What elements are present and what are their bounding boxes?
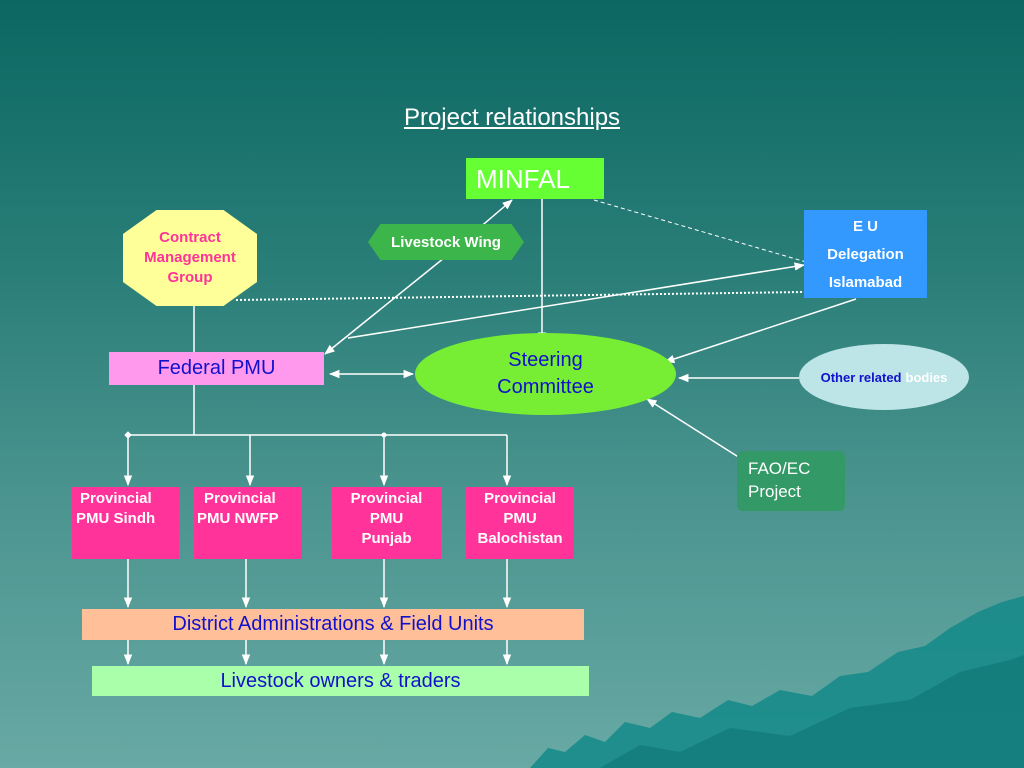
punjab-line-1: Provincial	[350, 490, 423, 507]
provincial-pmu-nwfp: Provincial PMU NWFP	[194, 487, 302, 559]
other-bodies-text-1: Other related	[820, 369, 902, 385]
balochistan-line-3: Balochistan	[477, 530, 563, 547]
provincial-pmu-sindh: Provincial PMU Sindh	[72, 487, 179, 559]
arrow-livestock-wing-to-federal-pmu	[324, 257, 445, 355]
steering-committee-ellipse: Steering Committee	[415, 333, 676, 415]
arrow-eu-to-steering	[664, 298, 857, 364]
fao-line-1: FAO/EC	[748, 459, 811, 478]
nwfp-line-1: Provincial	[204, 490, 276, 507]
balochistan-line-1: Provincial	[484, 490, 556, 507]
page-title: Project relationships	[403, 104, 621, 131]
eu-line-3: Islamabad	[828, 273, 903, 291]
steering-line-2: Committee	[497, 376, 594, 398]
district-administrations-box: District Administrations & Field Units	[82, 609, 584, 640]
provincial-pmu-punjab: Provincial PMU Punjab	[332, 487, 441, 559]
fao-ec-project-box: FAO/EC Project	[737, 451, 845, 511]
dashed-minfal-to-eu	[593, 199, 807, 263]
federal-pmu-box: Federal PMU	[109, 352, 324, 385]
livestock-owners-box: Livestock owners & traders	[92, 666, 589, 696]
bus-junction	[381, 432, 387, 438]
minfal-box: MINFAL	[466, 158, 604, 199]
contract-group-line-1: Contract	[159, 229, 221, 246]
other-bodies-text-2: bodies	[905, 369, 948, 385]
fao-line-2: Project	[748, 482, 801, 501]
eu-line-2: Delegation	[827, 245, 904, 263]
contract-management-group: Contract Management Group	[123, 210, 257, 306]
contract-group-line-3: Group	[167, 269, 213, 286]
punjab-line-3: Punjab	[361, 530, 412, 547]
mountain-ridge-decoration	[600, 655, 1024, 768]
other-related-bodies-ellipse: Other related bodies	[799, 344, 969, 410]
nwfp-line-2: PMU NWFP	[197, 510, 279, 527]
balochistan-line-2: PMU	[503, 510, 537, 527]
sindh-line-1: Provincial	[80, 490, 152, 507]
livestock-wing-box: Livestock Wing	[368, 224, 524, 260]
arrow-pmu-to-eu	[347, 262, 806, 339]
eu-delegation-box: E U Delegation Islamabad	[804, 210, 927, 298]
provincial-pmu-balochistan: Provincial PMU Balochistan	[466, 487, 574, 559]
contract-group-line-2: Management	[144, 249, 236, 266]
dotted-contract-to-eu	[235, 291, 805, 301]
punjab-line-2: PMU	[369, 510, 404, 527]
arrow-fao-to-steering	[646, 398, 741, 459]
sindh-line-2: PMU Sindh	[76, 510, 156, 527]
steering-line-1: Steering	[508, 349, 583, 371]
eu-line-1: E U	[852, 217, 878, 235]
